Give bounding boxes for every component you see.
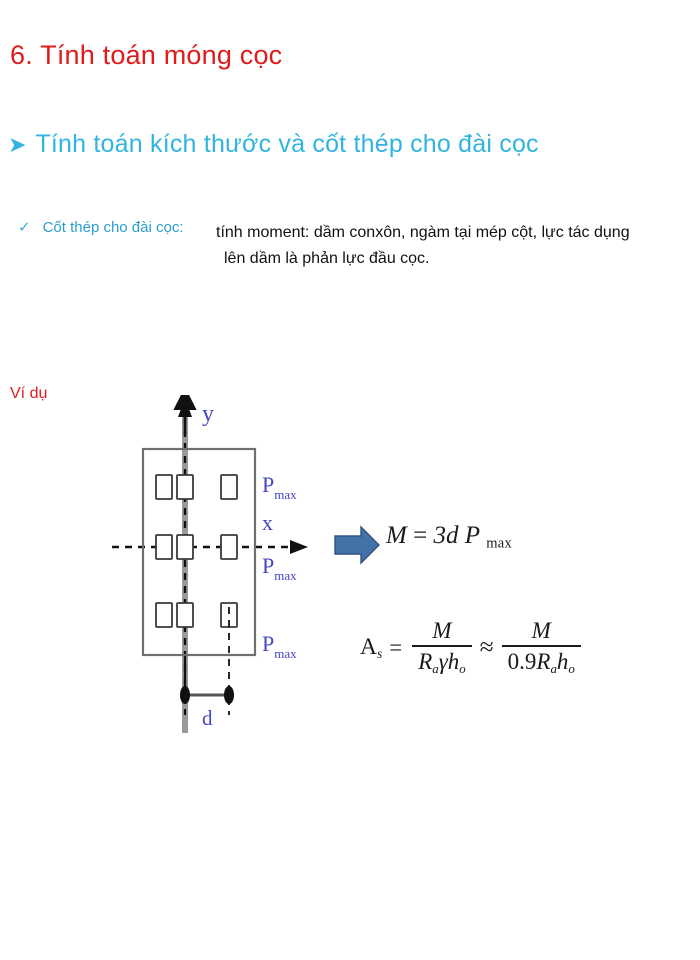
pile-cap-diagram: y x Pmax Pmax Pmax d [110,395,340,755]
eq2-frac1-den-R: R [418,649,433,674]
eq2-frac1-numerator: M [432,618,452,643]
equation-steel-area: As = M Raγho ≈ M 0.9Raho [360,618,584,677]
check-bullet-icon: ✓ [18,219,31,236]
eq2-fraction-1: M Raγho [412,618,472,677]
pile-cap-outline [141,447,257,657]
body-line-2: lên dầm là phản lực đầu cọc. [224,249,430,267]
eq2-frac1-den-h: h [447,649,460,674]
eq2-frac1-den-R-sub: a [432,662,439,677]
dimension-endpoint [224,686,234,704]
eq2-fraction-2: M 0.9Raho [501,618,581,677]
arrow-bullet-icon: ➤ [8,132,27,157]
eq2-frac2-den-h-sub: o [568,662,575,677]
eq1-equals: = [413,522,428,549]
bullet-level2-label: Cốt thép cho đài cọc: [42,219,184,236]
eq2-frac1-bar [412,645,472,647]
eq2-lhs-base: A [360,633,377,660]
eq2-frac2-den-R: R [536,649,551,674]
axis-y-label: y [202,401,214,427]
eq2-frac2-den-R-sub: a [550,662,557,677]
equation-moment: M = 3d P max [386,522,512,553]
x-arrowhead-icon [290,540,308,554]
eq1-var-sub: max [486,535,513,552]
pmax-label-top: Pmax [262,472,297,502]
dimension-endpoint [180,686,190,704]
eq2-frac2-den-h: h [556,649,569,674]
block-arrow-icon [333,524,381,566]
pile-grid [155,474,238,628]
body-line-1: tính moment: dầm conxôn, ngàm tại mép cộ… [216,224,630,241]
y-arrowhead-icon [178,398,192,417]
body-paragraph: tính moment: dầm conxôn, ngàm tại mép cộ… [216,220,686,272]
pmax-label-mid: Pmax [262,553,297,583]
eq2-frac1-den-gamma: γ [438,649,448,674]
eq2-frac1-denominator: Raγho [412,647,472,677]
eq2-frac1-den-h-sub: o [459,662,466,677]
eq2-frac2-numerator: M [531,618,551,643]
example-label: Ví dụ [10,385,48,402]
pmax-label-bot: Pmax [262,631,297,661]
pile [220,534,238,560]
pile [155,534,173,560]
pile [176,534,194,560]
eq2-equals: = [389,634,403,660]
bullet-level2: ✓ Cốt thép cho đài cọc: [18,219,184,236]
page-title: 6. Tính toán móng cọc [10,40,283,70]
pile [176,474,194,500]
eq2-lhs: As [360,634,382,662]
eq2-approx: ≈ [479,633,494,662]
pile [155,602,173,628]
eq2-lhs-sub: s [376,645,383,661]
pile [155,474,173,500]
eq1-var: P [464,522,480,549]
bullet-level1: ➤ Tính toán kích thước và cốt thép cho đ… [8,130,539,159]
eq2-frac2-den-coeff: 0.9 [507,649,537,674]
eq2-frac2-bar [501,645,581,647]
bullet-level1-text: Tính toán kích thước và cốt thép cho đài… [35,130,539,158]
eq2-frac2-denominator: 0.9Raho [502,647,581,677]
pile [176,602,194,628]
pile [220,474,238,500]
eq1-lhs: M [386,522,407,549]
dimension-label-d: d [202,706,213,730]
axis-x-label: x [262,510,273,535]
eq1-coeff: 3d [433,522,459,549]
